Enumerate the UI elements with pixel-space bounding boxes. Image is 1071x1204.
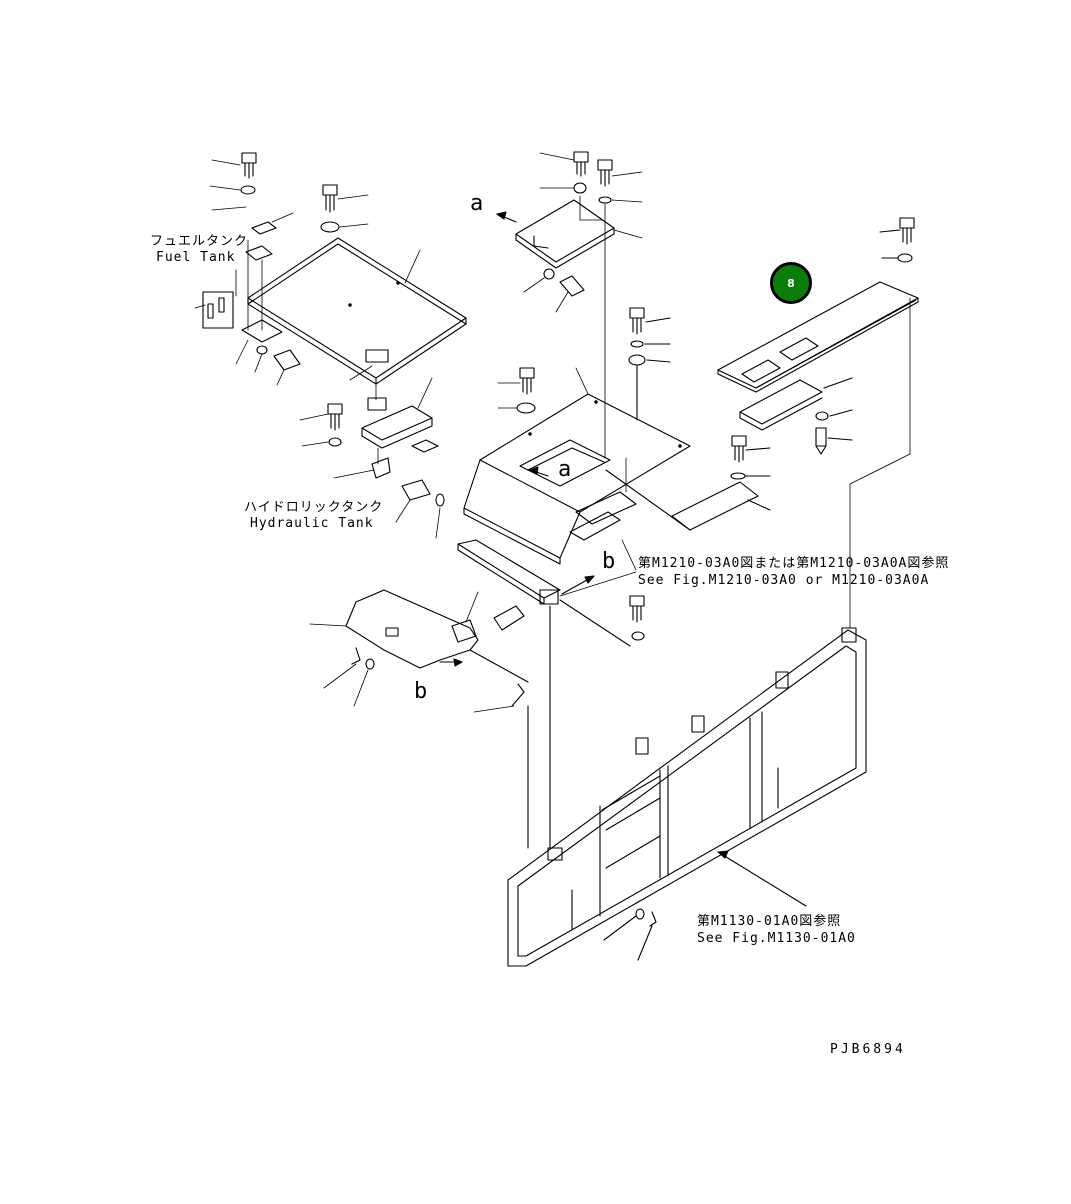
small-cover-a-leaders bbox=[523, 152, 643, 459]
hood-side-bolts bbox=[628, 307, 671, 421]
lower-angle-bracket bbox=[457, 539, 645, 849]
part-callout-8-number: 8 bbox=[787, 276, 795, 290]
drawing-number: PJB6894 bbox=[830, 1042, 906, 1057]
fuel-tank-leaders bbox=[194, 159, 421, 401]
ref-m1210-leaders bbox=[559, 539, 637, 597]
item-8-sub-bracket bbox=[739, 377, 853, 455]
hydraulic-tank-label-en: Hydraulic Tank bbox=[250, 516, 374, 531]
hydraulic-tank-bracket bbox=[327, 397, 445, 507]
small-cover-a bbox=[496, 151, 615, 297]
reference-m1210-jp: 第M1210-03A0図または第M1210-03A0A図参照 bbox=[638, 556, 950, 571]
step-plate-b bbox=[345, 589, 529, 707]
hydraulic-tank-leaders bbox=[299, 377, 441, 539]
reference-m1130-jp: 第M1130-01A0図参照 bbox=[697, 914, 842, 929]
mid-right-bracket bbox=[605, 435, 771, 531]
fuel-tank-label-jp: フュエルタンク bbox=[150, 234, 249, 249]
main-frame bbox=[507, 627, 867, 967]
view-marker-a-mid: a bbox=[558, 457, 572, 482]
fuel-tank-label-en: Fuel Tank bbox=[156, 250, 236, 265]
right-long-leaders bbox=[849, 297, 911, 629]
fuel-tank-bracket bbox=[202, 221, 283, 343]
view-marker-b-low: b bbox=[414, 679, 428, 704]
fuel-tank-bolts bbox=[240, 152, 340, 371]
view-marker-b-mid: b bbox=[602, 549, 616, 574]
center-hood-leaders bbox=[497, 367, 627, 493]
item-8-cover-plate bbox=[717, 217, 919, 393]
fuel-tank-cover-plate bbox=[247, 237, 467, 385]
part-callout-8[interactable]: 8 bbox=[770, 262, 812, 304]
view-marker-a-top: a bbox=[470, 191, 484, 216]
reference-m1210-en: See Fig.M1210-03A0 or M1210-03A0A bbox=[638, 573, 930, 588]
center-hood-cover bbox=[463, 367, 691, 565]
reference-m1130-en: See Fig.M1130-01A0 bbox=[697, 931, 856, 946]
step-plate-leaders bbox=[309, 591, 515, 713]
hydraulic-tank-label-jp: ハイドロリックタンク bbox=[244, 500, 384, 515]
